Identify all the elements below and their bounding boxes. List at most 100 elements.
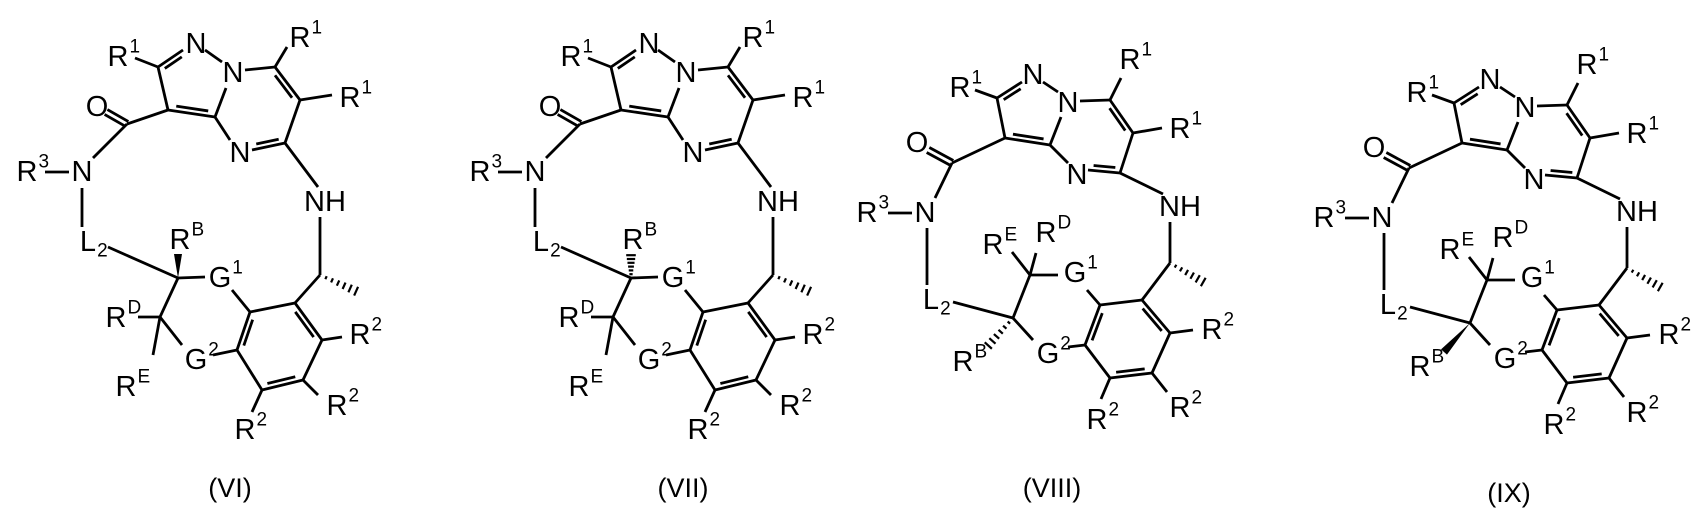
- hash-bond: [1658, 283, 1663, 291]
- single-bond: [1507, 150, 1525, 168]
- atom-label-g2: G: [185, 344, 208, 376]
- hash-bond: [1003, 326, 1006, 329]
- single-bond: [1050, 117, 1061, 145]
- atom-superscript: D: [127, 298, 141, 319]
- double-bond: [275, 67, 300, 100]
- single-bond: [127, 110, 168, 124]
- single-bond: [561, 247, 631, 278]
- single-bond: [703, 303, 748, 312]
- single-bond: [613, 278, 631, 317]
- structure-caption: (VI): [208, 473, 252, 503]
- hash-bond: [784, 278, 786, 282]
- atom-label-r2c: R: [1544, 409, 1565, 441]
- atom-superscript: 1: [685, 258, 696, 279]
- single-bond: [1050, 145, 1068, 163]
- atom-superscript: 2: [824, 315, 835, 336]
- atom-superscript: 1: [1141, 40, 1152, 61]
- atom-label-rd: R: [106, 302, 127, 334]
- atom-label-g2: G: [1494, 343, 1517, 375]
- atom-label-r2a: R: [350, 319, 371, 351]
- single-bond: [1544, 295, 1557, 310]
- atom-subscript: 2: [550, 241, 561, 262]
- atom-label-n-amide: N: [1372, 202, 1393, 234]
- hash-bond: [348, 285, 351, 293]
- single-bond: [1120, 133, 1133, 173]
- double-bond: [295, 303, 322, 340]
- atom-superscript: 3: [38, 152, 49, 173]
- atom-superscript: 1: [1428, 73, 1439, 94]
- atom-label-n4: N: [230, 137, 251, 169]
- atom-label-r3: R: [857, 197, 878, 229]
- atom-label-g1: G: [1064, 257, 1087, 289]
- single-bond: [1590, 133, 1619, 138]
- hash-bond: [1653, 280, 1657, 287]
- single-bond: [1454, 103, 1462, 143]
- hash-bond: [790, 280, 792, 285]
- single-bond: [160, 317, 182, 345]
- atom-superscript: 2: [1108, 400, 1119, 421]
- single-bond: [738, 143, 771, 187]
- double-bond: [715, 380, 756, 390]
- single-bond: [1087, 290, 1100, 305]
- atom-label-r1b: R: [1120, 44, 1141, 76]
- double-bond-inner: [629, 106, 661, 111]
- hash-bond: [1175, 265, 1177, 268]
- double-bond-inner: [256, 139, 278, 144]
- atom-label-n-amide: N: [915, 197, 936, 229]
- double-bond-inner: [165, 57, 182, 69]
- single-bond: [1627, 335, 1650, 338]
- atom-label-r1c: R: [1170, 113, 1191, 145]
- single-bond: [935, 163, 952, 198]
- atom-superscript: 1: [129, 37, 140, 58]
- single-bond: [1557, 305, 1599, 310]
- single-bond: [1567, 83, 1578, 105]
- double-bond-inner: [1461, 94, 1478, 105]
- atom-superscript: 1: [814, 78, 825, 99]
- atom-label-r1c: R: [340, 82, 361, 114]
- atom-superscript: 2: [1191, 388, 1202, 409]
- double-bond-inner: [1092, 313, 1102, 340]
- atom-superscript: 1: [971, 68, 982, 89]
- single-bond: [237, 350, 262, 390]
- hash-bond: [1642, 275, 1645, 280]
- single-bond: [668, 88, 679, 117]
- atom-superscript: B: [191, 220, 204, 241]
- atom-subscript: 2: [97, 241, 108, 262]
- double-bond-inner: [1470, 139, 1501, 144]
- single-bond: [698, 67, 728, 70]
- atom-label-re: R: [1440, 234, 1461, 266]
- hash-bond: [343, 283, 346, 289]
- double-bond-inner: [1013, 134, 1044, 139]
- hash-bond: [807, 287, 811, 296]
- single-bond: [1599, 268, 1627, 305]
- atom-superscript: 1: [1598, 45, 1609, 66]
- single-bond: [1043, 82, 1058, 92]
- atom-superscript: D: [1057, 213, 1071, 234]
- single-bond: [215, 117, 230, 140]
- structure-vii: R1NNR1R1NONR3L2RBG1RDG2RENHR2R2R2(VII): [470, 18, 836, 504]
- hash-bond: [354, 287, 358, 296]
- single-bond: [690, 350, 715, 390]
- atom-superscript: 1: [1191, 109, 1202, 130]
- atom-superscript: E: [1004, 225, 1017, 246]
- atom-superscript: 1: [311, 18, 322, 39]
- atom-superscript: B: [644, 220, 657, 241]
- single-bond: [1432, 95, 1454, 103]
- atom-label-rb: R: [623, 224, 644, 256]
- atom-superscript: 2: [371, 315, 382, 336]
- single-bond: [997, 98, 1005, 138]
- single-bond: [1577, 178, 1620, 199]
- atom-label-nh: NH: [1616, 196, 1658, 228]
- atom-label-r1c: R: [1627, 118, 1648, 150]
- single-bond: [1537, 105, 1567, 106]
- atom-superscript: 1: [582, 37, 593, 58]
- single-bond: [232, 290, 250, 312]
- hash-bond: [1632, 270, 1634, 273]
- single-bond: [952, 138, 1005, 163]
- atom-superscript: E: [137, 367, 150, 388]
- carbonyl-bond: [927, 152, 951, 165]
- carbonyl-bond: [1386, 153, 1410, 166]
- single-bond: [756, 340, 775, 380]
- hash-bond: [1190, 273, 1194, 279]
- atom-label-rd: R: [559, 302, 580, 334]
